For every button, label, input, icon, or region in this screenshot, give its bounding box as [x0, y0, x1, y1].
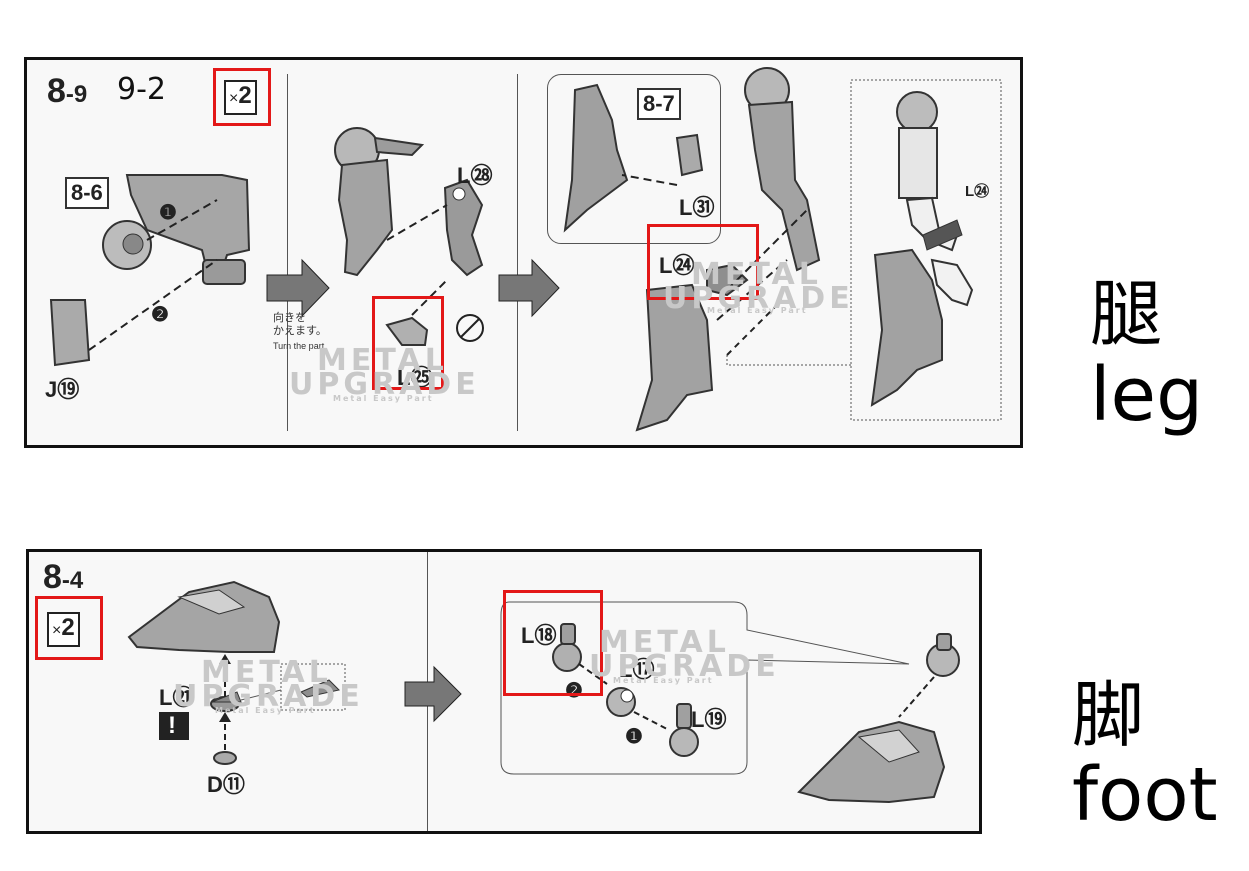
leg-part-l24-detail: L㉔	[965, 183, 990, 200]
foot-step-number: 8-4	[43, 558, 84, 596]
foot-watermark-4: METAL	[599, 625, 730, 660]
leg-step-mark-2: ❷	[151, 304, 169, 326]
foot-l18-highlight	[503, 590, 603, 696]
leg-ref-8-7: 8-7	[637, 88, 681, 120]
leg-part-l31: L㉛	[679, 195, 715, 220]
leg-step-number: 8-9	[47, 72, 88, 110]
foot-side-label-cjk: 脚	[1072, 673, 1145, 757]
leg-l24-highlight	[647, 224, 759, 300]
foot-multiplier-highlight	[35, 596, 103, 660]
leg-side-label-en: leg	[1090, 352, 1204, 438]
foot-step-mark-1: ❶	[625, 726, 643, 748]
leg-multiplier-highlight	[213, 68, 271, 126]
foot-watermark-5: UPGRADE	[589, 649, 780, 684]
foot-step-mark-2: ❷	[565, 680, 583, 702]
leg-part-illustrations	[49, 67, 1002, 432]
leg-l25-highlight	[372, 296, 444, 390]
leg-watermark-6: Metal Easy Part	[707, 306, 808, 315]
leg-turn-note-jp: 向きを かえます。	[273, 312, 327, 337]
foot-multiplier-badge: ×2	[47, 612, 80, 647]
foot-part-l21: L㉑	[159, 685, 195, 710]
leg-watermark-3: Metal Easy Part	[333, 394, 434, 403]
leg-side-label-cjk: 腿	[1090, 272, 1163, 356]
foot-assembly-panel: 8-4 ×2	[26, 549, 982, 834]
leg-divider-1	[287, 74, 288, 431]
leg-part-l25: L㉕	[397, 365, 433, 390]
foot-watermark-6: Metal Easy Part	[613, 676, 714, 685]
foot-part-illustrations	[127, 580, 960, 804]
leg-turn-note-en: Turn the part.	[273, 341, 327, 351]
leg-part-j19: J⑲	[45, 377, 80, 402]
leg-part-l24-main: L㉔	[659, 253, 695, 278]
foot-part-d11: D⑪	[207, 772, 245, 797]
foot-side-label-en: foot	[1072, 752, 1218, 838]
leg-assembly-panel: 8-9 9-2 ×2 8-6	[24, 57, 1023, 448]
leg-detail-callout	[547, 74, 721, 244]
leg-watermark-2: UPGRADE	[289, 367, 480, 402]
leg-divider-2	[517, 74, 518, 431]
foot-part-l17: L⑰	[619, 657, 655, 682]
foot-part-l18: L⑱	[521, 623, 557, 648]
leg-watermark-4: METAL	[691, 257, 822, 292]
foot-watermark-2: UPGRADE	[173, 679, 364, 714]
leg-multiplier-badge: ×2	[224, 80, 257, 115]
leg-part-l28: L㉘	[457, 163, 493, 188]
leg-ref-8-6: 8-6	[65, 177, 109, 209]
foot-watermark-3: Metal Easy Part	[215, 706, 316, 715]
leg-step-mark-1: ❶	[159, 202, 177, 224]
foot-warning-icon: !	[168, 712, 176, 739]
foot-part-l19: L⑲	[691, 707, 727, 732]
leg-watermark-1: METAL	[317, 343, 448, 378]
foot-watermark-1: METAL	[201, 655, 332, 690]
leg-handwritten-step: 9-2	[117, 72, 166, 107]
leg-watermark-5: UPGRADE	[663, 281, 854, 316]
